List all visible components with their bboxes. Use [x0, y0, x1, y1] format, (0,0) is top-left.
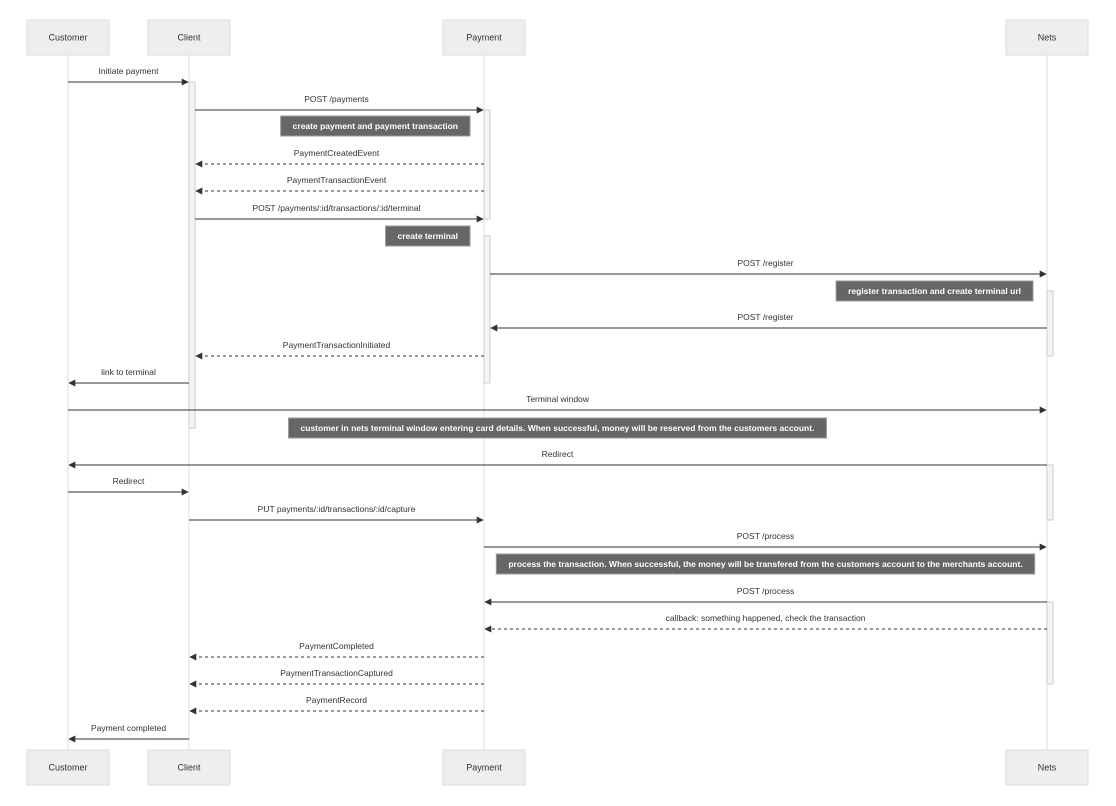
- actor-label: Client: [177, 763, 201, 773]
- actor-nets-top: Nets: [1005, 19, 1089, 56]
- message-label: link to terminal: [101, 367, 156, 377]
- message-arrow: link to terminal: [68, 367, 189, 387]
- message-label: callback: something happened, check the …: [666, 613, 866, 623]
- message-arrow: POST /register: [490, 258, 1047, 278]
- actor-box: [442, 749, 526, 786]
- note-text: create payment and payment transaction: [293, 121, 458, 131]
- note: customer in nets terminal window enterin…: [288, 417, 827, 439]
- activation-bar-nets: [1046, 464, 1054, 521]
- note-box: [385, 225, 471, 247]
- note-text: customer in nets terminal window enterin…: [301, 423, 815, 433]
- activation-bar-payment: [483, 109, 491, 220]
- actor-box: [26, 749, 110, 786]
- message-arrow: Terminal window: [68, 394, 1047, 414]
- message-arrow: PaymentRecord: [189, 695, 484, 715]
- message-arrow: PaymentTransactionCaptured: [189, 668, 484, 688]
- actor-payment-top: Payment: [442, 19, 526, 56]
- message-arrow: Payment completed: [68, 723, 189, 743]
- activation-bars: [188, 81, 1054, 685]
- message-label: POST /payments/:id/transactions/:id/term…: [252, 203, 420, 213]
- message-arrow: Initiate payment: [68, 66, 189, 86]
- message-label: Initiate payment: [98, 66, 159, 76]
- message-arrow: PaymentCompleted: [189, 641, 484, 661]
- message-label: POST /process: [737, 531, 794, 541]
- activation-bar-nets: [1046, 290, 1054, 357]
- actor-label: Payment: [466, 763, 502, 773]
- actor-label: Customer: [48, 33, 87, 43]
- message-arrow: Redirect: [68, 476, 189, 496]
- message-arrow: callback: something happened, check the …: [484, 613, 1047, 633]
- message-label: Redirect: [113, 476, 145, 486]
- actor-payment-bottom: Payment: [442, 749, 526, 786]
- activation-bar-nets: [1046, 601, 1054, 685]
- message-arrow: Redirect: [68, 449, 1047, 469]
- message-label: PUT payments/:id/transactions/:id/captur…: [258, 504, 416, 514]
- message-label: Terminal window: [526, 394, 590, 404]
- note: create terminal: [385, 225, 471, 247]
- message-arrow: POST /register: [490, 312, 1047, 332]
- note-box: [280, 115, 471, 137]
- note-text: create terminal: [398, 231, 458, 241]
- actor-label: Client: [177, 33, 201, 43]
- message-label: PaymentCreatedEvent: [294, 148, 380, 158]
- actor-box: [1005, 19, 1089, 56]
- note-text: process the transaction. When successful…: [508, 559, 1022, 569]
- message-label: PaymentTransactionInitiated: [283, 340, 391, 350]
- message-label: POST /register: [737, 258, 793, 268]
- message-label: Payment completed: [91, 723, 166, 733]
- message-label: POST /process: [737, 586, 794, 596]
- actor-box: [26, 19, 110, 56]
- actor-nets-bottom: Nets: [1005, 749, 1089, 786]
- message-arrow: POST /payments: [195, 94, 484, 114]
- note: create payment and payment transaction: [280, 115, 471, 137]
- actor-client-bottom: Client: [147, 749, 231, 786]
- message-label: POST /payments: [304, 94, 369, 104]
- message-label: Redirect: [542, 449, 574, 459]
- activation-bar-payment: [483, 235, 491, 384]
- actor-box: [147, 749, 231, 786]
- message-arrow: PaymentTransactionInitiated: [195, 340, 484, 360]
- message-arrow: POST /process: [484, 586, 1047, 606]
- message-label: POST /register: [737, 312, 793, 322]
- activation-bar-client: [188, 81, 196, 429]
- note-text: register transaction and create terminal…: [848, 286, 1021, 296]
- message-arrow: PaymentTransactionEvent: [195, 175, 484, 195]
- message-label: PaymentCompleted: [299, 641, 374, 651]
- actor-box: [147, 19, 231, 56]
- actor-box: [1005, 749, 1089, 786]
- actor-label: Nets: [1038, 33, 1057, 43]
- note: process the transaction. When successful…: [495, 553, 1036, 575]
- actor-label: Customer: [48, 763, 87, 773]
- note: register transaction and create terminal…: [835, 280, 1034, 302]
- actor-customer-top: Customer: [26, 19, 110, 56]
- actor-customer-bottom: Customer: [26, 749, 110, 786]
- message-arrow: POST /process: [484, 531, 1047, 551]
- message-arrow: PUT payments/:id/transactions/:id/captur…: [189, 504, 484, 524]
- message-label: PaymentTransactionEvent: [287, 175, 387, 185]
- message-label: PaymentRecord: [306, 695, 367, 705]
- actor-label: Nets: [1038, 763, 1057, 773]
- message-label: PaymentTransactionCaptured: [280, 668, 393, 678]
- message-arrow: POST /payments/:id/transactions/:id/term…: [195, 203, 484, 223]
- actors: CustomerCustomerClientClientPaymentPayme…: [26, 19, 1089, 786]
- actor-box: [442, 19, 526, 56]
- note-box: [288, 417, 827, 439]
- note-box: [495, 553, 1036, 575]
- message-arrow: PaymentCreatedEvent: [195, 148, 484, 168]
- note-box: [835, 280, 1034, 302]
- notes: create payment and payment transaction cr…: [280, 115, 1036, 575]
- actor-client-top: Client: [147, 19, 231, 56]
- actor-label: Payment: [466, 33, 502, 43]
